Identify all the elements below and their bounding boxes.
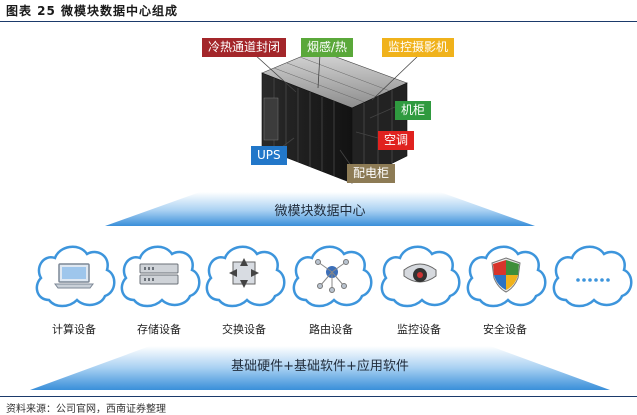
footer-rule — [0, 396, 637, 397]
cloud-security — [466, 245, 547, 308]
laptop-icon — [54, 263, 94, 289]
top-banner — [105, 192, 535, 226]
item-label-monitor: 监控设备 — [397, 323, 441, 336]
camera-icon — [403, 263, 437, 283]
cloud-compute — [35, 245, 116, 308]
switch-icon — [229, 258, 259, 288]
tag-hot-cold-aisle: 冷热通道封闭 — [202, 38, 287, 57]
top-banner-label: 微模块数据中心 — [274, 204, 366, 219]
item-label-security: 安全设备 — [483, 323, 527, 336]
item-label-storage: 存储设备 — [137, 323, 181, 336]
cloud-router — [292, 245, 373, 308]
tag-air-conditioner: 空调 — [378, 131, 415, 150]
cloud-switch — [205, 245, 286, 308]
device-clouds — [35, 245, 633, 308]
bottom-banner-label: 基础硬件+基础软件+应用软件 — [231, 359, 409, 374]
source-note: 资料来源：公司官网，西南证券整理 — [6, 404, 166, 415]
storage-icon — [139, 263, 179, 285]
item-label-compute: 计算设备 — [52, 323, 96, 336]
tag-smoke-heat: 烟感/热 — [301, 38, 354, 57]
tag-camera: 监控摄影机 — [382, 38, 455, 57]
figure-title: 图表 25 微模块数据中心组成 — [6, 4, 179, 18]
more-icon — [576, 278, 610, 282]
item-label-switch: 交换设备 — [222, 323, 266, 336]
item-label-router: 路由设备 — [309, 323, 353, 336]
router-icon — [315, 259, 349, 293]
tag-ups: UPS — [251, 146, 287, 165]
bottom-banner — [30, 346, 610, 390]
cloud-monitor — [380, 245, 461, 308]
cloud-storage — [120, 245, 201, 308]
tag-cabinet: 机柜 — [395, 101, 432, 120]
title-rule — [0, 21, 637, 22]
cloud-more — [552, 245, 633, 308]
tag-pdu: 配电柜 — [347, 164, 396, 183]
shield-icon — [491, 257, 521, 293]
